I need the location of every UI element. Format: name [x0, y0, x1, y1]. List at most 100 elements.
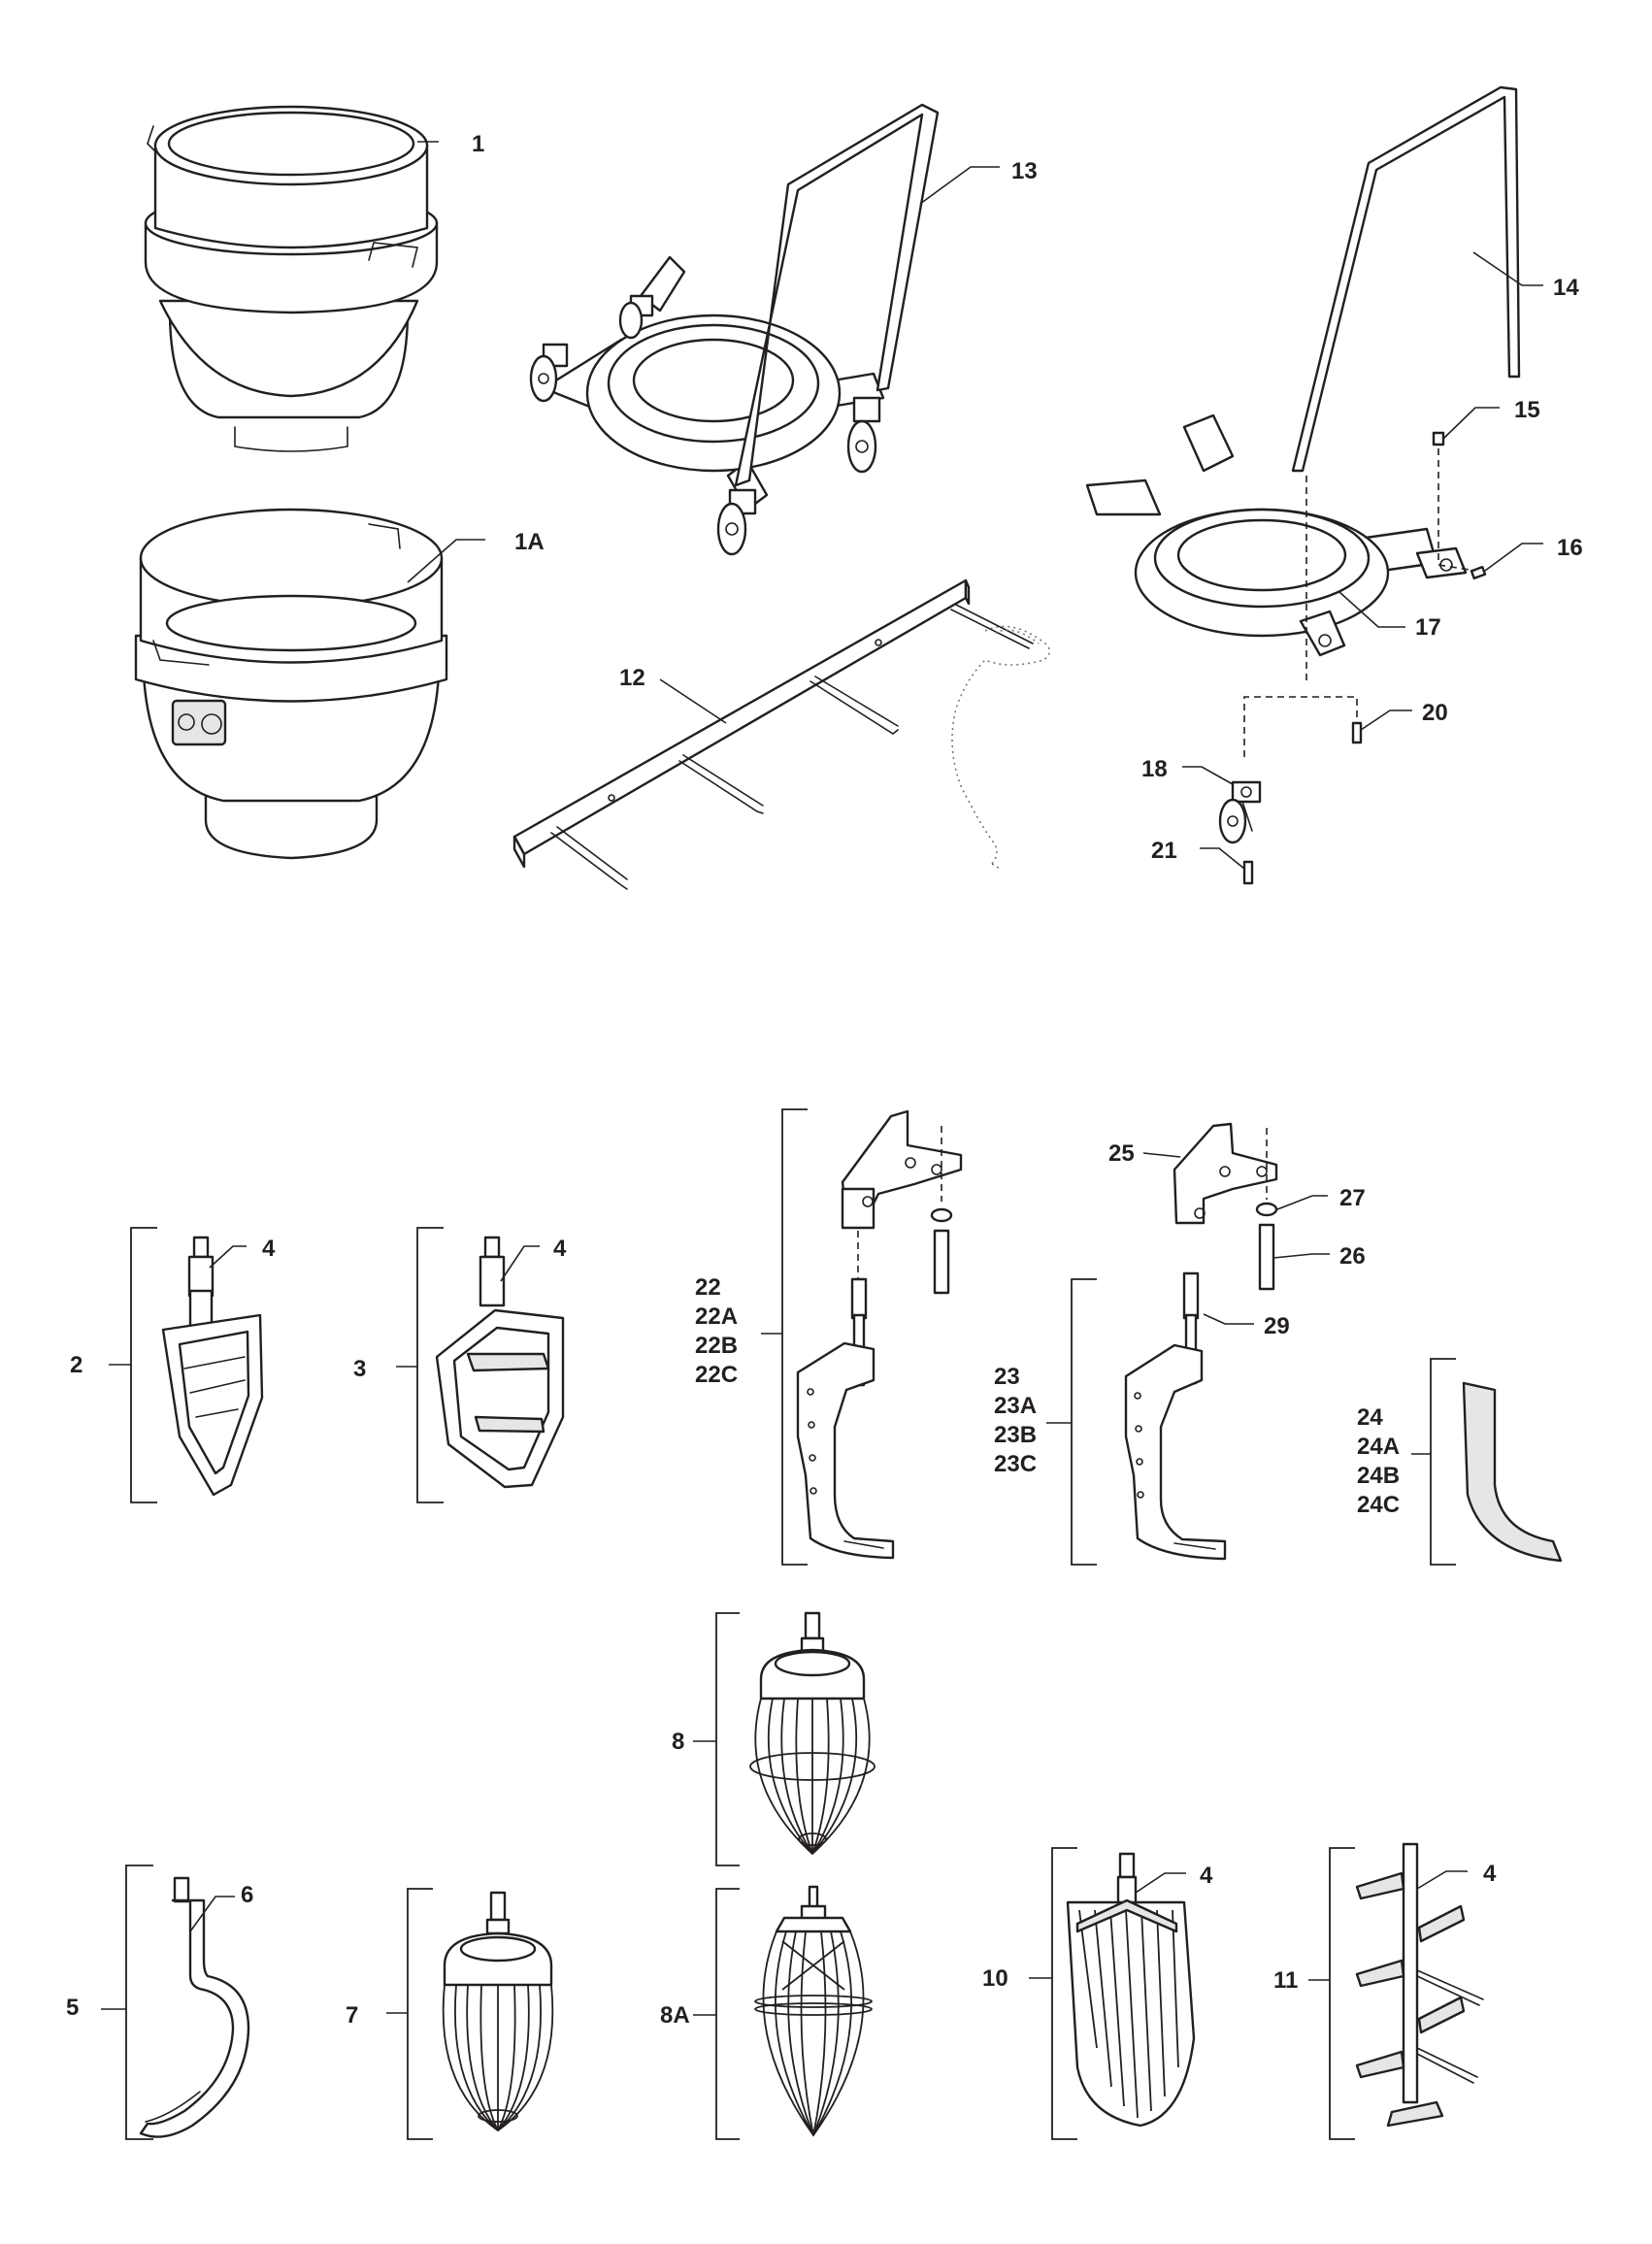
part-14-dolly-handle: [1291, 85, 1521, 473]
part-21-screw: [1242, 860, 1254, 885]
leader-20: [1360, 710, 1412, 731]
callout-3: 3: [353, 1356, 366, 1382]
part-23-scraper: [1124, 1271, 1227, 1561]
callout-24A: 24A: [1357, 1434, 1400, 1460]
part-8A-wire-whip: [754, 1885, 873, 2137]
leader-27: [1276, 1195, 1328, 1210]
caster-left: [529, 343, 569, 403]
bracket-8A: [715, 1888, 740, 2140]
bracket-23: [1071, 1278, 1097, 1566]
part-8-wire-whip: [749, 1611, 876, 1856]
callout-12: 12: [619, 665, 645, 691]
callout-8A: 8A: [660, 2002, 690, 2029]
callout-2: 2: [70, 1352, 83, 1378]
callout-22A: 22A: [695, 1304, 738, 1330]
bracket-2: [130, 1227, 157, 1503]
callout-14: 14: [1553, 275, 1579, 301]
leader-29: [1203, 1313, 1254, 1325]
callout-1: 1: [472, 131, 484, 157]
callout-23B: 23B: [994, 1422, 1037, 1448]
leader-4a: [209, 1245, 247, 1269]
callout-24B: 24B: [1357, 1463, 1400, 1489]
part-5-dough-hook: [139, 1876, 250, 2138]
part-11-agitator: [1355, 1842, 1484, 2128]
callout-23A: 23A: [994, 1393, 1037, 1419]
part-24-scraper-blade: [1462, 1381, 1563, 1563]
callout-6: 6: [241, 1882, 253, 1908]
callout-17: 17: [1415, 614, 1441, 641]
leader-4b: [500, 1245, 540, 1282]
leader-17: [1338, 591, 1405, 628]
part-10-pastry-knife: [1066, 1852, 1196, 2128]
bracket-11: [1329, 1847, 1355, 2140]
leader-4c: [1135, 1872, 1186, 1894]
callout-13: 13: [1011, 158, 1038, 184]
callout-22C: 22C: [695, 1362, 738, 1388]
callout-4c: 4: [1200, 1863, 1213, 1889]
caster-right: [846, 396, 881, 474]
callout-20: 20: [1422, 700, 1448, 726]
leader-4d: [1416, 1870, 1468, 1890]
callout-4a: 4: [262, 1236, 276, 1262]
leader-25: [1142, 1152, 1181, 1158]
caster-back: [618, 294, 654, 340]
callout-5: 5: [66, 1995, 79, 2021]
leader-13: [919, 166, 1000, 205]
bracket-24: [1430, 1358, 1456, 1566]
callout-11: 11: [1273, 1967, 1298, 1994]
callout-4b: 4: [553, 1236, 567, 1262]
part-7-wire-whip: [442, 1891, 554, 2132]
bracket-8: [715, 1612, 740, 1866]
bracket-5: [125, 1864, 153, 2140]
callout-1A: 1A: [514, 529, 545, 555]
leader-18: [1182, 766, 1234, 785]
callout-18: 18: [1141, 756, 1168, 782]
leader-1A: [407, 539, 485, 583]
part-3-flat-beater: [435, 1236, 565, 1489]
part-18-caster: [1218, 780, 1262, 844]
callout-23C: 23C: [994, 1451, 1037, 1477]
callout-10: 10: [982, 1965, 1008, 1992]
part-2-flat-beater: [161, 1236, 264, 1497]
leader-15: [1442, 407, 1500, 440]
assembly-line-15-16: [1437, 448, 1476, 572]
leader-12: [659, 678, 727, 724]
part-25-scraper-bracket: [1173, 1122, 1278, 1225]
leader-16: [1484, 543, 1543, 572]
callout-21: 21: [1151, 838, 1177, 864]
callout-26: 26: [1339, 1243, 1366, 1270]
part-13-bowl-dolly: [529, 103, 940, 556]
callout-25: 25: [1108, 1140, 1135, 1167]
bracket-7: [407, 1888, 433, 2140]
part-12-attachment-rack: [512, 578, 1051, 890]
callout-23: 23: [994, 1364, 1020, 1390]
callout-27: 27: [1339, 1185, 1366, 1211]
caster-front: [716, 488, 757, 556]
part-1-bowl: [144, 105, 439, 452]
callout-22B: 22B: [695, 1333, 738, 1359]
part-16-screw: [1470, 565, 1487, 580]
part-1A-bowl-with-bracket: [134, 508, 448, 860]
bracket-22: [781, 1108, 808, 1566]
part-27-washer: [1255, 1202, 1278, 1217]
part-20-pin: [1351, 721, 1363, 744]
callout-22: 22: [695, 1274, 721, 1301]
bracket-3: [416, 1227, 444, 1503]
leader-6: [189, 1896, 235, 1932]
callout-15: 15: [1514, 397, 1540, 423]
part-15-screw: [1432, 431, 1445, 446]
callout-16: 16: [1557, 535, 1583, 561]
bracket-10: [1051, 1847, 1077, 2140]
part-17-dolly-frame: [1085, 413, 1468, 657]
callout-29: 29: [1264, 1313, 1290, 1339]
callout-4d: 4: [1483, 1861, 1497, 1887]
callout-24C: 24C: [1357, 1492, 1400, 1518]
leader-26: [1272, 1253, 1330, 1259]
assembly-line-caster: [1243, 696, 1358, 757]
part-22-scraper-assembly: [796, 1109, 963, 1560]
callout-7: 7: [346, 2002, 358, 2029]
part-26-bolt: [1258, 1223, 1275, 1291]
callout-8: 8: [672, 1729, 684, 1755]
leader-21: [1200, 847, 1245, 870]
